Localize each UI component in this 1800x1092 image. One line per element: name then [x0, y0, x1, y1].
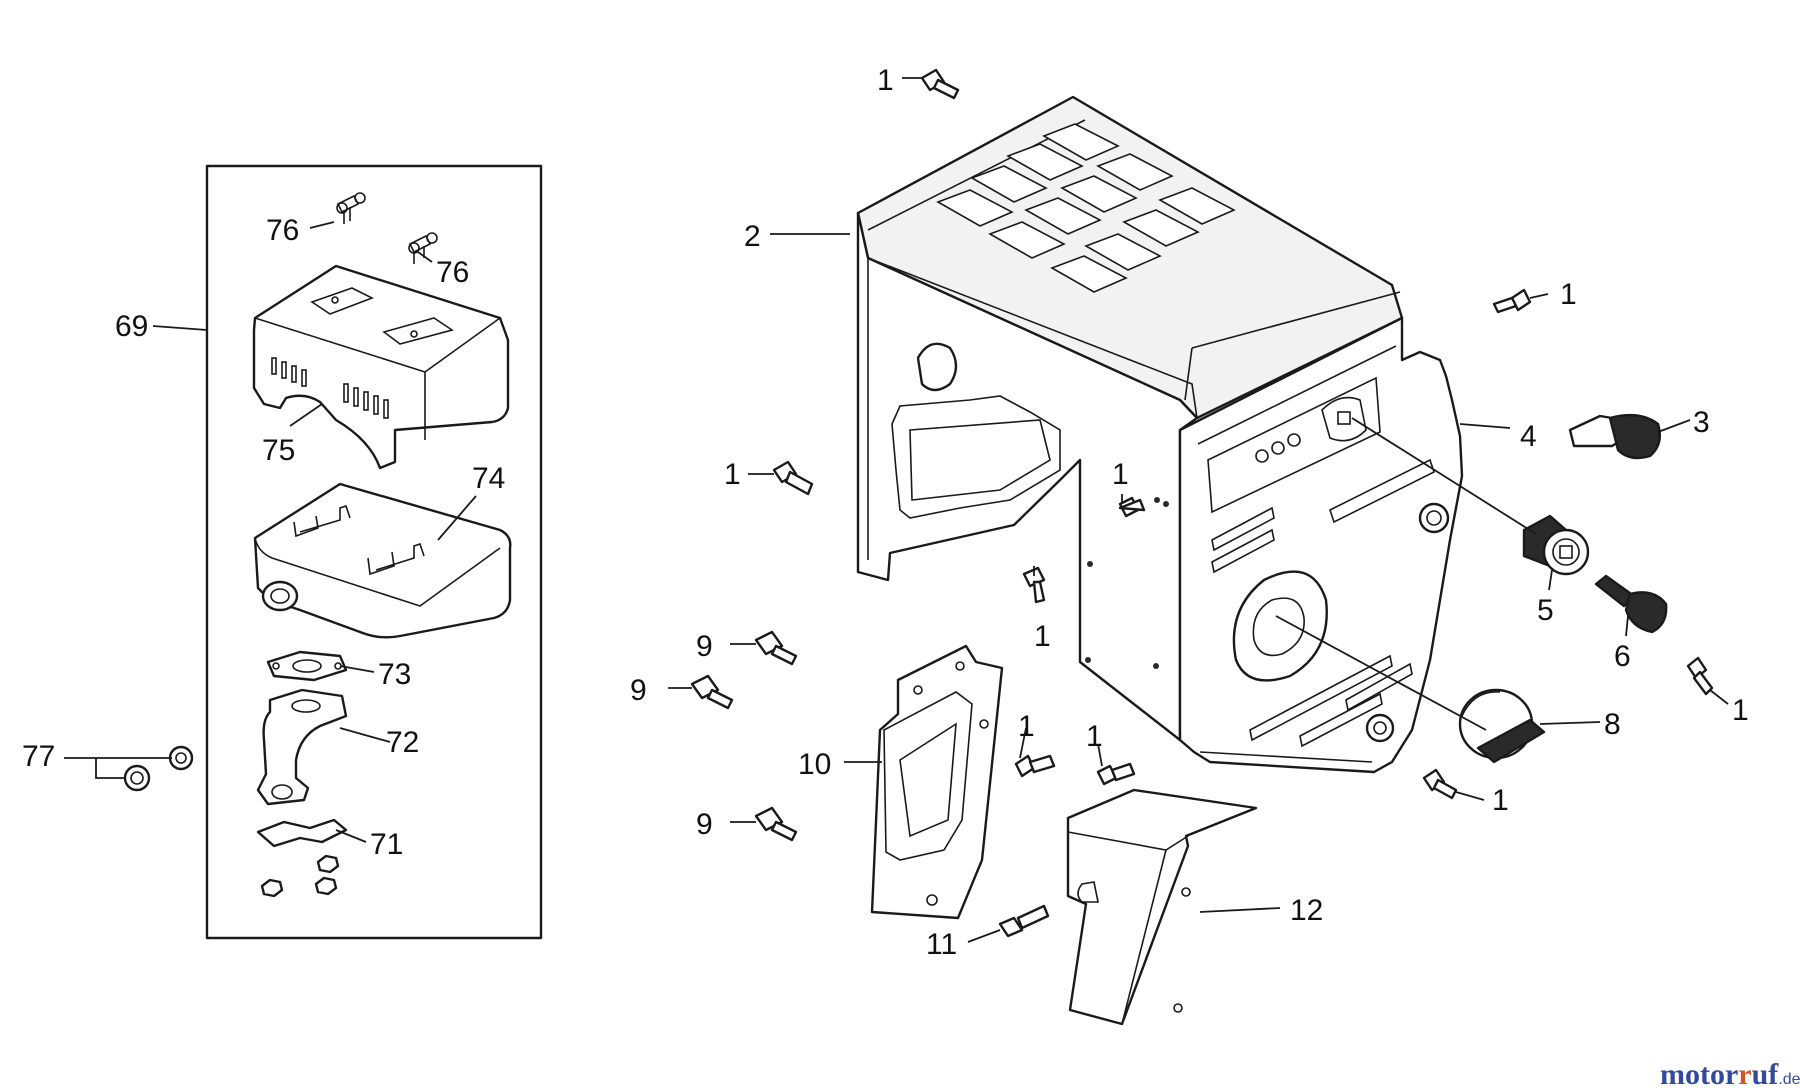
- label-76-b: 76: [436, 256, 469, 289]
- label-75: 75: [262, 434, 295, 467]
- label-3: 3: [1693, 406, 1710, 439]
- label-77: 77: [22, 740, 55, 773]
- bolt-part-1-top: [920, 68, 960, 100]
- plate-part-71: [256, 818, 348, 848]
- bolt-part-11: [998, 904, 1050, 938]
- label-76-a: 76: [266, 214, 299, 247]
- bolt-part-1-bottom-b: [1096, 762, 1136, 786]
- screw-part-76b: [408, 232, 438, 264]
- muffler-assembly-frame: [205, 164, 543, 940]
- label-10: 10: [798, 748, 831, 781]
- label-72: 72: [386, 726, 419, 759]
- label-9-c: 9: [696, 808, 713, 841]
- watermark-logo: motorruf.de: [1660, 1058, 1800, 1091]
- label-74: 74: [472, 462, 505, 495]
- bolt-part-1-left: [772, 460, 814, 496]
- engine-housing-part-2: [856, 95, 1464, 774]
- label-8: 8: [1604, 708, 1621, 741]
- nut-part-71-c: [314, 876, 338, 896]
- label-1-mid: 1: [1112, 458, 1129, 491]
- label-2: 2: [744, 220, 761, 253]
- handle-part-3: [1568, 413, 1661, 460]
- bolt-part-1-right-mid: [1686, 656, 1714, 696]
- muffler-part-74: [253, 482, 512, 639]
- cap-part-77: [123, 745, 194, 792]
- fuel-cap-part-8: [1458, 688, 1546, 764]
- label-1-right-mid: 1: [1732, 694, 1749, 727]
- label-12: 12: [1290, 894, 1323, 927]
- panel-part-12: [1066, 788, 1258, 1026]
- bolt-part-1-bottom-right: [1422, 768, 1458, 800]
- bolt-part-1-mid: [1118, 496, 1146, 518]
- leader-lines: [64, 77, 1729, 943]
- label-1-left: 1: [724, 458, 741, 491]
- label-1-bottom-right: 1: [1492, 784, 1509, 817]
- bolt-part-1-mid-lower: [1022, 566, 1046, 604]
- screw-part-76a: [336, 192, 366, 224]
- label-6: 6: [1614, 640, 1631, 673]
- label-71: 71: [370, 828, 403, 861]
- label-1-mid-lower: 1: [1034, 620, 1051, 653]
- switch-part-5: [1522, 514, 1590, 576]
- label-69: 69: [115, 310, 148, 343]
- label-1-top: 1: [877, 64, 894, 97]
- bracket-part-10: [870, 644, 1004, 920]
- muffler-cover-part-75: [252, 264, 510, 470]
- knob-part-6: [1594, 574, 1668, 634]
- label-73: 73: [378, 658, 411, 691]
- bolt-part-9-b: [690, 674, 734, 710]
- label-9-b: 9: [630, 674, 647, 707]
- bolt-part-1-right-top: [1492, 288, 1532, 314]
- label-11: 11: [926, 928, 957, 961]
- bolt-part-9-c: [754, 806, 798, 842]
- bolt-part-1-bottom-a: [1014, 754, 1056, 778]
- part-labels: 1 2 1 3 4 1 1 5 1 6 9 9 1 1 1 8 10 1 9 1…: [22, 64, 1749, 961]
- label-1-bottom-a: 1: [1018, 710, 1035, 743]
- label-1-right-top: 1: [1560, 278, 1577, 311]
- bolt-part-9-a: [754, 630, 798, 666]
- label-1-bottom-b: 1: [1086, 720, 1103, 753]
- label-9-a: 9: [696, 630, 713, 663]
- nut-part-71-b: [260, 878, 284, 898]
- gasket-part-73: [266, 650, 348, 682]
- label-5: 5: [1537, 594, 1554, 627]
- label-4: 4: [1520, 420, 1537, 453]
- nut-part-71-a: [316, 854, 340, 874]
- exhaust-elbow-part-72: [256, 688, 348, 806]
